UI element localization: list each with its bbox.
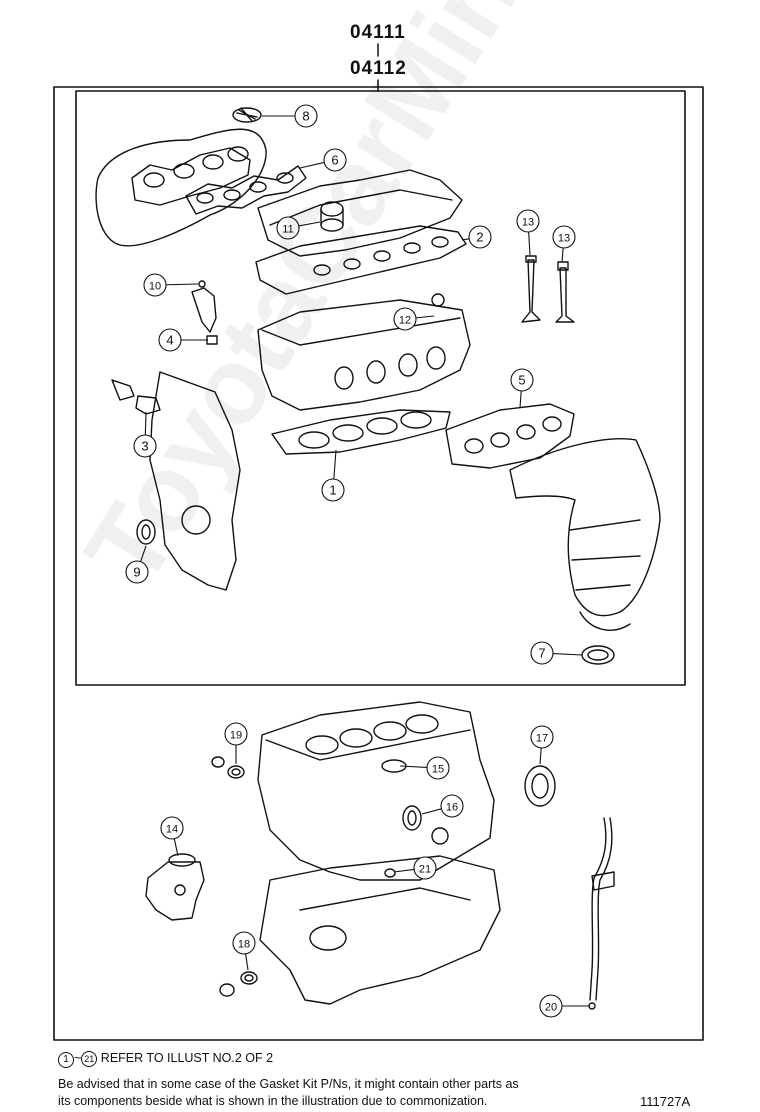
ref-tilde: ~ <box>74 1051 82 1065</box>
callout-number: 6 <box>331 153 338 168</box>
head-gasket-part <box>271 409 451 455</box>
callout-number: 4 <box>166 333 173 348</box>
advice-line-1: Be advised that in some case of the Gask… <box>58 1077 519 1091</box>
oil-filler-neck <box>320 201 344 232</box>
callout-number: 1 <box>329 483 336 498</box>
callout-circle <box>539 994 563 1018</box>
callout-number: 15 <box>432 764 444 776</box>
valves-drawing <box>521 255 575 323</box>
callout-number: 9 <box>133 565 140 580</box>
callout-number: 19 <box>230 730 242 742</box>
callout-circle <box>440 794 464 818</box>
callout-circle <box>143 273 167 297</box>
outer-kit-frame <box>53 86 704 1041</box>
callout-leader <box>245 953 249 971</box>
oil-pan-plug-part <box>219 971 258 997</box>
callout-circle <box>125 560 149 584</box>
callout-number: 20 <box>545 1002 557 1014</box>
callout-circle <box>323 148 347 172</box>
callout-circle <box>426 756 450 780</box>
callout-circle <box>232 931 256 955</box>
callout-circle <box>321 478 345 502</box>
callout-number: 13 <box>522 217 534 229</box>
callout-leader <box>552 653 583 656</box>
callout-circle <box>552 225 576 249</box>
callout-number: 7 <box>538 646 545 661</box>
callout-number: 18 <box>238 939 250 951</box>
callout-number: 10 <box>149 281 161 293</box>
exhaust-manifold-gasket-part <box>445 403 575 469</box>
callout-leader <box>528 231 531 256</box>
reference-note: 1~21 REFER TO ILLUST NO.2 OF 2 <box>58 1050 273 1068</box>
callout-number: 5 <box>518 373 525 388</box>
callout-number: 11 <box>282 224 293 236</box>
callout-number: 2 <box>476 230 483 245</box>
cylinder-head-drawing <box>257 293 471 411</box>
cylinder-block-drawing <box>257 701 495 881</box>
callout-number: 3 <box>141 439 148 454</box>
illustration-id: 111727A <box>640 1094 691 1109</box>
front-oil-seal-part <box>524 765 556 807</box>
callout-number: 17 <box>536 733 548 745</box>
callout-circle <box>224 722 248 746</box>
advice-line-2: its components beside what is shown in t… <box>58 1094 488 1108</box>
callout-circle <box>133 434 157 458</box>
callout-circle <box>530 641 554 665</box>
callout-leader <box>299 161 325 169</box>
head-cover-gasket-part <box>255 225 467 295</box>
drain-plug-part <box>211 756 245 779</box>
kit-part-number-outer: 04111 <box>350 22 406 43</box>
callout-circle <box>393 307 417 331</box>
ref-start-circled: 1 <box>58 1052 74 1068</box>
callout-leader <box>140 545 147 562</box>
callout-leader <box>415 315 435 319</box>
callout-circle <box>413 856 437 880</box>
callout-leader <box>539 747 542 765</box>
ref-text: REFER TO ILLUST NO.2 OF 2 <box>100 1051 274 1065</box>
inner-kit-frame <box>75 90 686 686</box>
callout-number: 16 <box>446 802 458 814</box>
callout-circle <box>530 725 554 749</box>
callout-leader <box>561 247 564 263</box>
callout-leader <box>519 390 522 409</box>
timing-cover-drawing <box>111 371 241 591</box>
callout-leader <box>393 868 415 873</box>
cylinder-head-cover-drawing <box>257 169 463 257</box>
callout-number: 12 <box>399 315 411 327</box>
kit-part-number-inner: 04112 <box>350 58 407 79</box>
oil-seal-part <box>136 519 156 545</box>
callout-circle <box>468 225 492 249</box>
callout-leader <box>165 283 199 286</box>
callout-leader <box>173 838 179 857</box>
callout-number: 21 <box>419 864 431 876</box>
callout-circle <box>516 209 540 233</box>
callout-circle <box>510 368 534 392</box>
callout-leader <box>461 238 470 241</box>
intake-manifold-drawing <box>95 128 267 247</box>
callout-leader <box>333 449 337 480</box>
intake-manifold-gasket-part <box>185 165 307 215</box>
dipstick-guide-drawing <box>588 817 615 1010</box>
oil-pump-drawing <box>145 853 205 921</box>
ref-end-circled: 21 <box>81 1051 98 1067</box>
exhaust-manifold-drawing <box>509 438 661 631</box>
callout-circle <box>276 216 300 240</box>
callout-number: 8 <box>302 109 309 124</box>
oil-pan-drawing <box>259 855 501 1005</box>
callout-circle <box>160 816 184 840</box>
callout-number: 14 <box>166 824 178 836</box>
callout-leader <box>421 808 442 815</box>
callout-leader <box>144 411 147 436</box>
callout-circle <box>158 328 182 352</box>
callout-circle <box>294 104 318 128</box>
oil-filler-cap-part <box>232 107 262 123</box>
rear-oil-seal-part <box>402 805 449 845</box>
fuel-injector-drawing <box>191 280 218 345</box>
exhaust-ring-part <box>581 645 615 665</box>
callout-leader <box>399 765 428 768</box>
callout-leader <box>298 221 321 227</box>
callout-number: 13 <box>558 233 570 245</box>
